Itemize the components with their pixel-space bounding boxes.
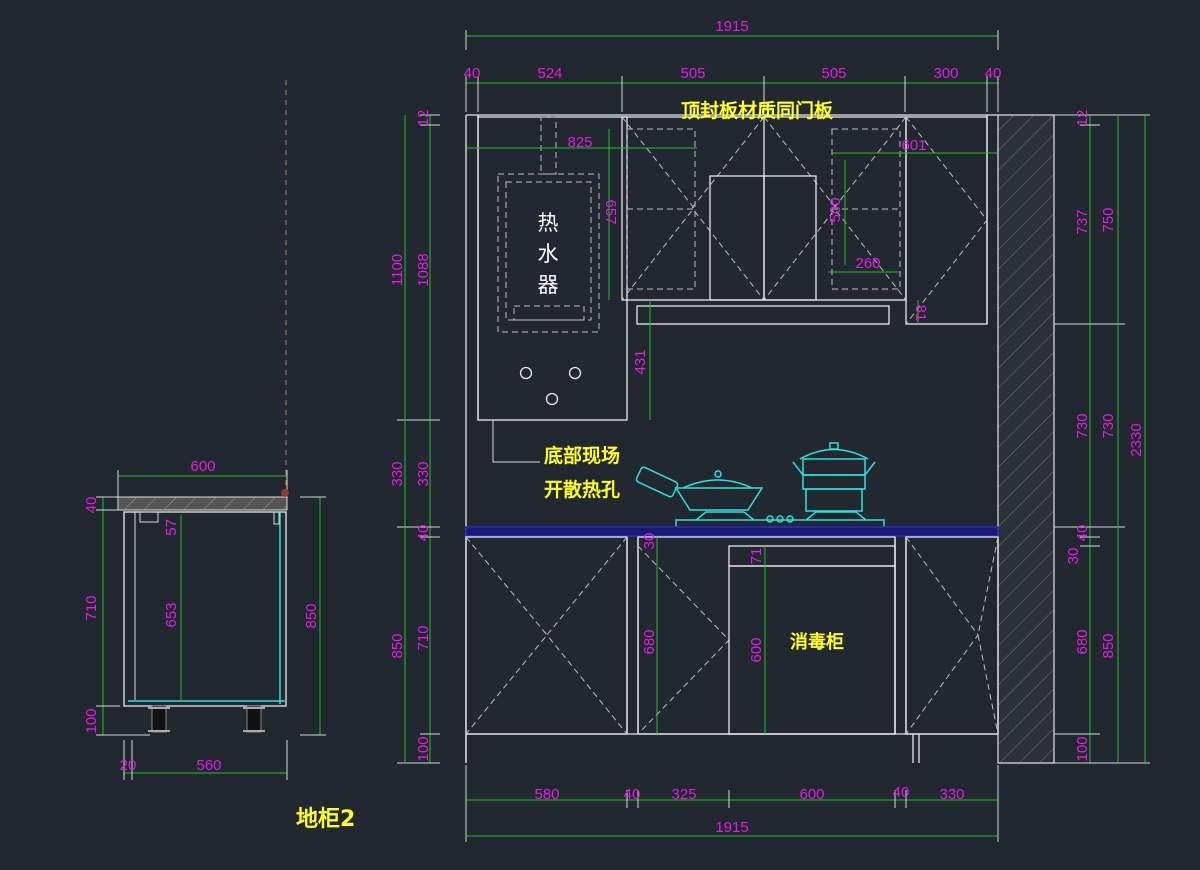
dim-500: 500 <box>827 197 844 222</box>
dim-30: 30 <box>641 533 658 550</box>
dim-top-40-right: 40 <box>985 65 1002 82</box>
dim-left-12: 12 <box>415 110 432 127</box>
pipe-outlet-bottom <box>545 392 559 406</box>
dim-top-total: 1915 <box>715 18 748 35</box>
dim-left-40: 40 <box>415 525 432 542</box>
dim-right-12: 12 <box>1074 110 1091 127</box>
heater-label-3: 器 <box>538 273 559 297</box>
top-board-note: 顶封板材质同门板 <box>681 99 834 122</box>
disinfection-label: 消毒柜 <box>790 631 844 653</box>
dim-71: 71 <box>748 548 765 565</box>
pipe-outlet-right <box>568 366 582 380</box>
range-hood <box>636 305 890 325</box>
side-view-title: 地柜2 <box>296 806 355 832</box>
side-cabinet-body <box>123 511 287 707</box>
dim-top-300: 300 <box>933 65 958 82</box>
dim-right-850: 850 <box>1100 633 1117 658</box>
dim-top-524: 524 <box>537 65 562 82</box>
dim-top-505-a: 505 <box>680 65 705 82</box>
dim-left-330-outer: 330 <box>389 461 406 486</box>
dim-bottom-580: 580 <box>534 786 559 803</box>
dim-top-40-left: 40 <box>464 65 481 82</box>
bottom-dim-ticks <box>465 765 999 842</box>
dim-left-40: 40 <box>83 497 100 514</box>
side-leg-right <box>243 705 265 733</box>
dim-431: 431 <box>632 349 649 374</box>
front-view: 1915 40 524 505 505 300 40 <box>389 18 1150 842</box>
dim-bottom-total: 1915 <box>715 819 748 836</box>
dim-81: 81 <box>912 305 929 322</box>
dim-right-730-outer: 730 <box>1100 413 1117 438</box>
side-view: 600 57 653 40 710 <box>83 80 355 832</box>
top-dim-ticks <box>465 76 999 112</box>
heat-note-2: 开散热孔 <box>544 478 620 501</box>
dim-left-1088: 1088 <box>415 253 432 286</box>
dim-left-710: 710 <box>83 595 100 620</box>
heater-label-1: 热 <box>538 211 559 235</box>
dim-left-710: 710 <box>415 625 432 650</box>
dim-left-100: 100 <box>415 736 432 761</box>
left-dim-ticks <box>397 114 440 764</box>
dim-260: 260 <box>855 255 880 272</box>
heat-note-1: 底部现场 <box>544 444 620 467</box>
wok <box>635 466 764 511</box>
dim-825: 825 <box>567 134 592 151</box>
countertop <box>465 526 999 537</box>
dim-bottom-560: 560 <box>196 757 221 774</box>
steamer-pot <box>792 442 876 512</box>
disinfection-cabinet <box>728 565 896 735</box>
dim-top-505-b: 505 <box>821 65 846 82</box>
right-dim-ticks <box>1054 114 1150 764</box>
side-marker <box>281 489 289 497</box>
dim-bottom-20: 20 <box>120 757 137 774</box>
dim-601: 601 <box>901 137 926 154</box>
dim-680: 680 <box>641 629 658 654</box>
dim-657: 657 <box>602 199 619 224</box>
dim-600-vertical: 600 <box>748 637 765 662</box>
dim-right-750: 750 <box>1100 207 1117 232</box>
dim-left-330-inner: 330 <box>415 461 432 486</box>
gas-stove <box>675 511 885 529</box>
dim-bottom-40-b: 40 <box>893 784 910 801</box>
dim-bottom-40-a: 40 <box>624 786 641 803</box>
pipe-outlet-left <box>519 366 533 380</box>
dim-right-850: 850 <box>303 603 320 628</box>
dim-right-total: 2330 <box>1128 423 1145 456</box>
dim-bottom-330: 330 <box>939 786 964 803</box>
dim-top-600: 600 <box>190 458 215 475</box>
dim-bottom-600: 600 <box>799 786 824 803</box>
heater-label-2: 水 <box>538 242 559 266</box>
dim-right-737: 737 <box>1074 209 1091 234</box>
dim-left-850: 850 <box>389 633 406 658</box>
dim-right-40: 40 <box>1074 525 1091 542</box>
dim-left-100: 100 <box>83 708 100 733</box>
dim-right-680: 680 <box>1074 629 1091 654</box>
dim-bottom-325: 325 <box>671 786 696 803</box>
dim-right-100: 100 <box>1074 736 1091 761</box>
side-leg-left <box>148 705 170 733</box>
dim-left-1100: 1100 <box>389 254 406 286</box>
base-cabinets: 消毒柜 <box>465 536 999 763</box>
water-heater: 热 水 器 <box>497 116 600 406</box>
wall-cabinets <box>477 115 988 421</box>
dim-inner-57: 57 <box>163 519 180 536</box>
dim-inner-653: 653 <box>163 602 180 627</box>
dim-right-30: 30 <box>1065 548 1082 565</box>
dim-right-730-inner: 730 <box>1074 413 1091 438</box>
